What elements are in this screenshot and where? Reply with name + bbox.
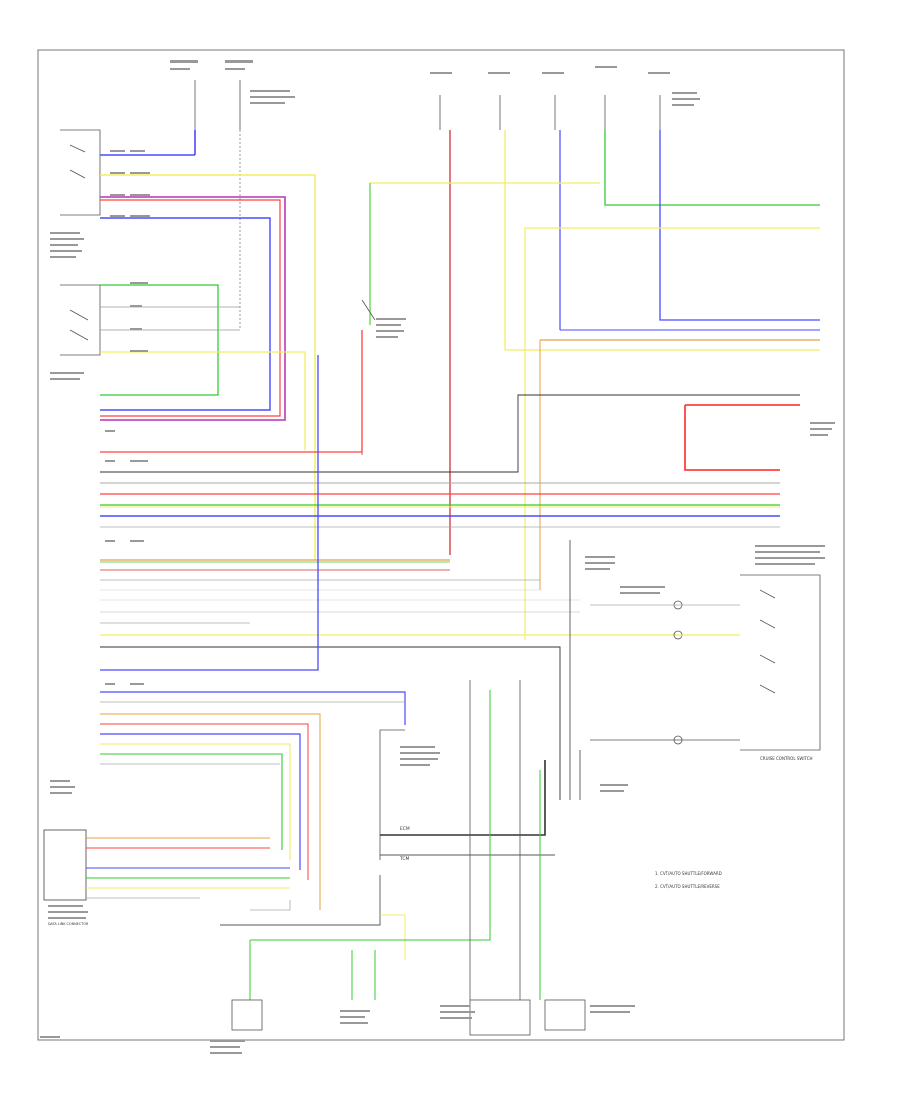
wire-dark-4 <box>379 729 405 860</box>
switch-component-top-left <box>60 129 101 216</box>
legend-item-1: 1. CVT/AUTO SHUTTLE/FORWARD <box>655 871 722 876</box>
fuse-stubs-top <box>194 80 661 130</box>
wire-green-route <box>250 690 491 941</box>
wire-green-4 <box>100 753 283 850</box>
wire-yellow-5 <box>100 743 291 860</box>
wire-dark-2 <box>100 646 561 800</box>
wire-red-mid <box>100 330 363 453</box>
legend-item-2: 2. CVT/AUTO SHUTTLE/REVERSE <box>655 884 720 889</box>
component-box-lower-3 <box>544 999 586 1031</box>
wire-blue-4 <box>100 355 319 671</box>
switch-component-mid-left <box>60 284 101 356</box>
tcm-box <box>43 829 87 901</box>
wire-gray-14 <box>250 900 291 911</box>
wire-orange-3 <box>100 713 321 910</box>
wire-blue-5 <box>100 691 406 725</box>
diagram-frame <box>37 49 845 1041</box>
relay-switch-center <box>361 299 376 455</box>
wire-blue-2 <box>100 217 271 411</box>
wire-green-top-right <box>604 130 820 206</box>
wire-yellow-1 <box>100 174 316 560</box>
wire-dark-3 <box>220 875 381 926</box>
label-cruise-control-switch: CRUISE CONTROL SWITCH <box>760 756 813 761</box>
component-box-lower-1 <box>231 999 263 1031</box>
wire-purple-1 <box>100 196 286 421</box>
wire-yellow-7 <box>380 914 406 960</box>
wire-dark-thick <box>380 760 546 836</box>
wire-yellow-2 <box>100 351 306 450</box>
label-data-link-connector: DATA LINK CONNECTOR <box>48 922 89 926</box>
wire-red-2 <box>684 405 780 471</box>
label-tcm: TCM <box>399 856 409 862</box>
wire-blue-top-right <box>659 130 820 321</box>
wire-yellow-upper <box>369 182 600 325</box>
wire-green-1 <box>100 284 219 396</box>
wire-red-1 <box>100 199 281 417</box>
label-ecm: ECM <box>400 826 410 832</box>
component-box-lower-2 <box>469 999 531 1036</box>
cruise-control-switch-graphic <box>740 574 821 751</box>
wire-blue-6 <box>100 733 301 870</box>
wire-dark-1 <box>100 394 800 473</box>
tiny-label-marks <box>40 60 835 1054</box>
wire-red-5 <box>100 723 309 880</box>
